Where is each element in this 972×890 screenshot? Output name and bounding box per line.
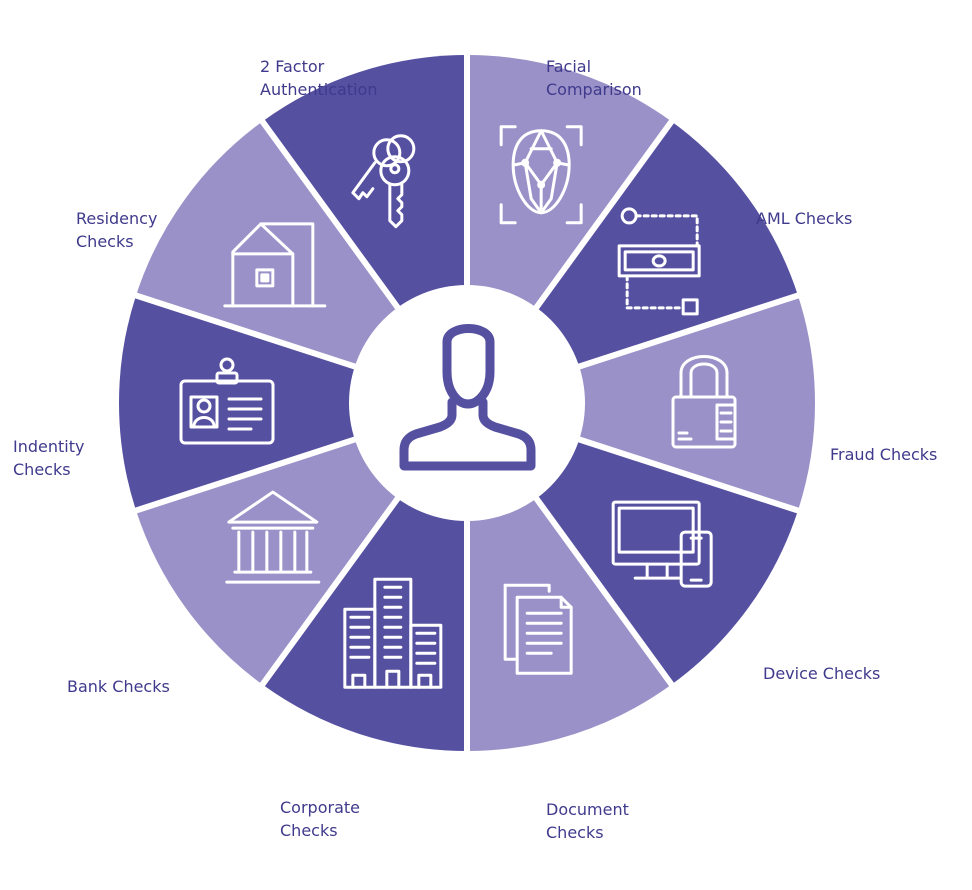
verification-wheel [119, 53, 815, 753]
label-device: Device Checks [763, 664, 881, 683]
face-scan-icon [499, 125, 583, 225]
label-fraud: Fraud Checks [830, 445, 938, 464]
segment-identity [119, 295, 467, 511]
padlock-icon [671, 355, 737, 449]
keys-icon [351, 134, 416, 229]
id-card-icon [179, 357, 275, 445]
label-bank: Bank Checks [67, 677, 170, 696]
money-flow-icon [617, 207, 701, 316]
documents-icon [503, 583, 573, 675]
label-aml: AML Checks [756, 209, 853, 228]
segment-fraud [467, 295, 815, 511]
user-icon [399, 324, 536, 471]
devices-icon [611, 500, 713, 588]
bank-icon [225, 490, 321, 584]
house-icon [223, 222, 327, 308]
office-building-icon [343, 577, 443, 689]
